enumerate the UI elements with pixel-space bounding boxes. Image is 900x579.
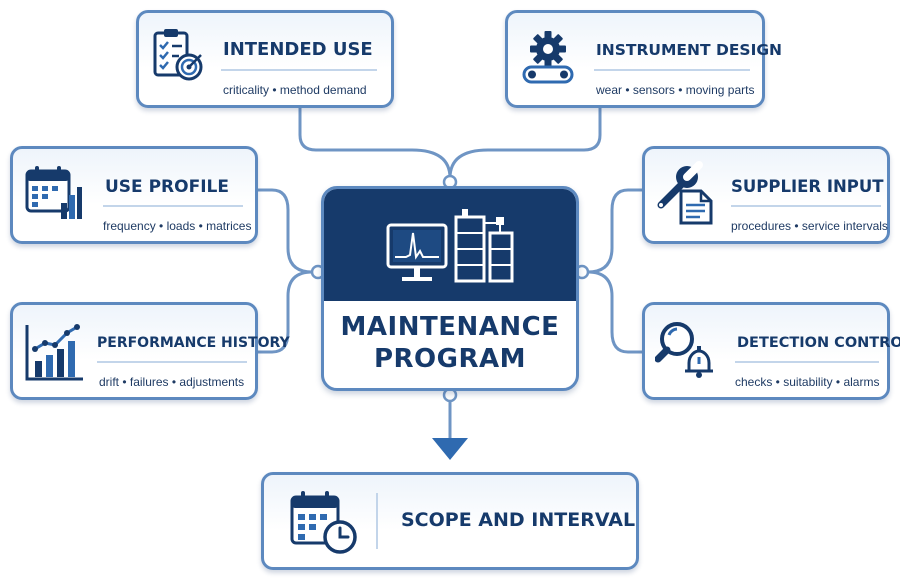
arrow-head bbox=[432, 438, 468, 460]
divider bbox=[735, 361, 879, 363]
supplier-input-card: SUPPLIER INPUT procedures • service inte… bbox=[642, 146, 890, 244]
intended-use-card: INTENDED USE criticality • method demand bbox=[136, 10, 394, 108]
instrument-design-title: INSTRUMENT DESIGN bbox=[596, 41, 783, 59]
connector-supplier-input bbox=[586, 188, 644, 274]
magnifier-alarm-icon bbox=[655, 322, 713, 378]
checklist-target-icon bbox=[153, 29, 203, 81]
intended-use-subtitle: criticality • method demand bbox=[223, 83, 367, 97]
connector-detection-controls bbox=[586, 270, 644, 354]
center-header bbox=[324, 189, 576, 301]
divider bbox=[221, 69, 377, 71]
use-profile-subtitle: frequency • loads • matrices bbox=[103, 219, 252, 233]
calendar-bars-icon bbox=[25, 166, 82, 219]
connector-performance-history bbox=[256, 270, 314, 354]
detection-controls-card: DETECTION CONTROLS checks • suitability … bbox=[642, 302, 900, 400]
performance-history-subtitle: drift • failures • adjustments bbox=[99, 375, 245, 389]
calendar-clock-icon bbox=[290, 491, 357, 554]
divider bbox=[594, 69, 750, 71]
connector-use-profile bbox=[256, 188, 314, 274]
center-title-line1: MAINTENANCE bbox=[340, 312, 560, 342]
instrument-design-subtitle: wear • sensors • moving parts bbox=[596, 83, 755, 97]
instrument-design-card: INSTRUMENT DESIGN wear • sensors • movin… bbox=[505, 10, 782, 108]
connector-intended-use bbox=[298, 106, 452, 180]
maintenance-program-title: MAINTENANCE PROGRAM bbox=[324, 311, 576, 375]
performance-history-title: PERFORMANCE HISTORY bbox=[97, 335, 290, 351]
supplier-input-subtitle: procedures • service intervals bbox=[731, 219, 888, 233]
trend-chart-icon bbox=[25, 324, 83, 381]
divider bbox=[731, 205, 881, 207]
center-title-line2: PROGRAM bbox=[373, 344, 527, 374]
scope-and-interval-card: SCOPE AND INTERVAL bbox=[261, 472, 639, 570]
maintenance-program-card: MAINTENANCE PROGRAM bbox=[321, 186, 579, 391]
detection-controls-subtitle: checks • suitability • alarms bbox=[735, 375, 880, 389]
divider bbox=[97, 361, 247, 363]
divider bbox=[376, 493, 378, 549]
use-profile-card: USE PROFILE frequency • loads • matrices bbox=[10, 146, 258, 244]
divider bbox=[103, 205, 243, 207]
lab-instrument-icon bbox=[386, 209, 514, 283]
intended-use-title: INTENDED USE bbox=[223, 39, 373, 60]
use-profile-title: USE PROFILE bbox=[105, 177, 229, 197]
connector-instrument-design bbox=[448, 106, 602, 180]
wrench-document-icon bbox=[657, 161, 713, 225]
performance-history-card: PERFORMANCE HISTORY drift • failures • a… bbox=[10, 302, 290, 400]
gear-belt-icon bbox=[522, 31, 574, 84]
scope-and-interval-title: SCOPE AND INTERVAL bbox=[401, 509, 636, 531]
supplier-input-title: SUPPLIER INPUT bbox=[731, 177, 884, 196]
detection-controls-title: DETECTION CONTROLS bbox=[737, 335, 900, 351]
